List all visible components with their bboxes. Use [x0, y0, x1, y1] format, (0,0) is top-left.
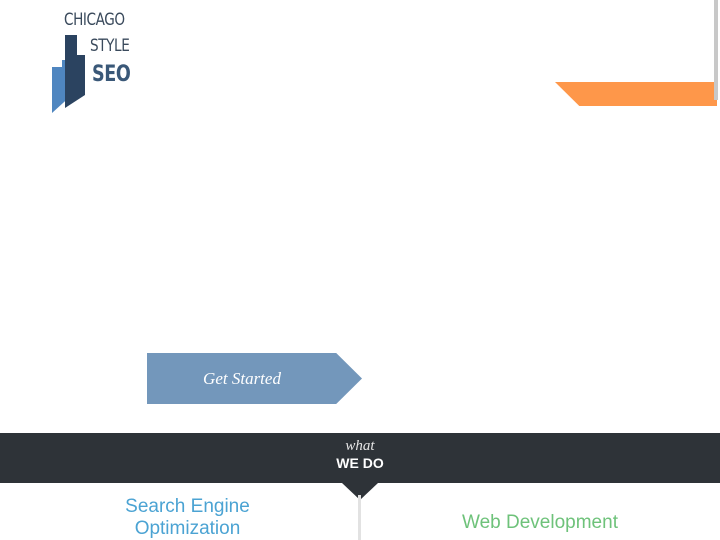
logo-line-3: SEO [92, 62, 131, 87]
section-title: WE DO [336, 455, 384, 471]
logo-line-2: STYLE [90, 36, 130, 56]
scrollbar[interactable] [714, 0, 718, 100]
service-web-development[interactable]: Web Development [462, 512, 618, 533]
divider [358, 495, 361, 540]
skyline-icon [52, 35, 85, 113]
section-kicker: what [345, 438, 375, 454]
logo[interactable]: CHICAGO STYLE SEO [52, 10, 132, 115]
what-we-do-header: what WE DO [0, 433, 720, 483]
pointer-arrow [342, 483, 378, 500]
get-started-button[interactable]: Get Started [147, 353, 362, 404]
logo-line-1: CHICAGO [64, 10, 125, 30]
menu-banner[interactable] [555, 82, 717, 106]
service-seo[interactable]: Search Engine Optimization [125, 496, 250, 539]
